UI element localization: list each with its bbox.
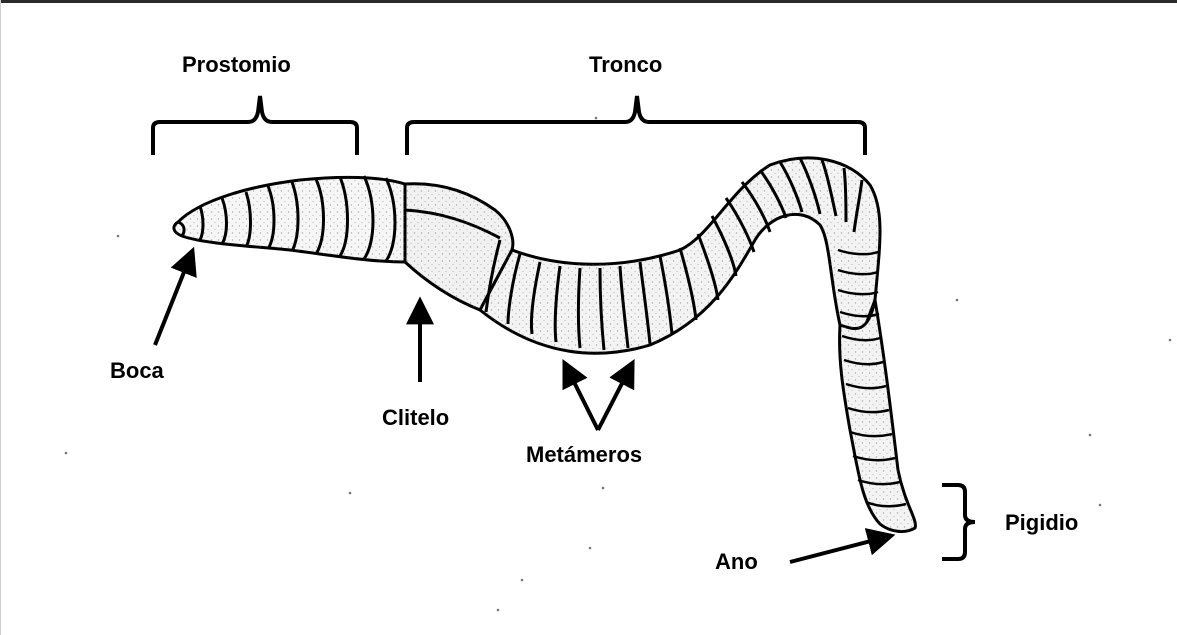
worm-body bbox=[174, 158, 916, 532]
boca-arrow bbox=[155, 252, 192, 345]
pigidio-bracket bbox=[942, 485, 975, 559]
label-ano: Ano bbox=[715, 551, 758, 573]
prostomio-bracket bbox=[153, 96, 357, 155]
metameros-arrow-left bbox=[565, 364, 598, 430]
label-clitelo: Clitelo bbox=[382, 407, 449, 429]
label-tronco: Tronco bbox=[589, 54, 662, 76]
label-boca: Boca bbox=[110, 360, 164, 382]
background-specks bbox=[65, 117, 1172, 612]
label-prostomio: Prostomio bbox=[182, 54, 291, 76]
tronco-bracket bbox=[407, 96, 865, 155]
ano-arrow bbox=[790, 536, 890, 562]
label-metameros: Metámeros bbox=[526, 444, 642, 466]
metameros-arrow-right bbox=[598, 364, 632, 430]
label-pigidio: Pigidio bbox=[1005, 512, 1078, 534]
